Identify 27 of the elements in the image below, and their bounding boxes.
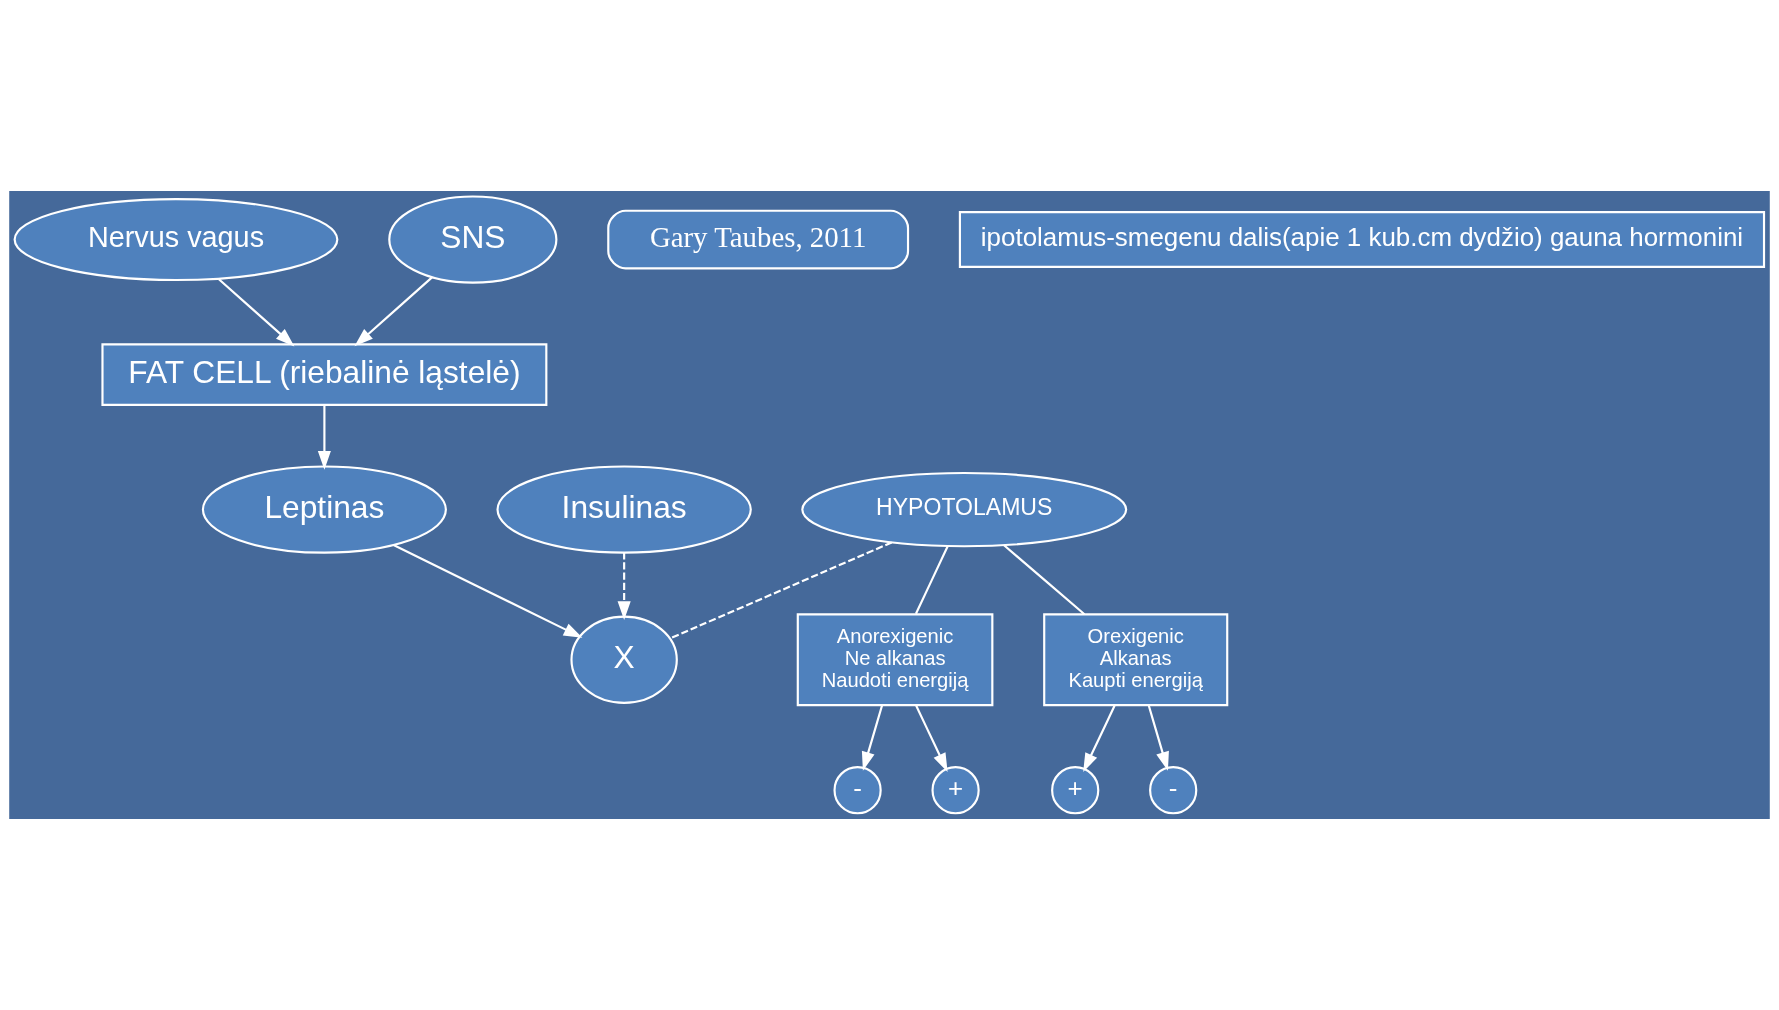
node-box: ipotolamus-smegenu dalis(apie 1 kub.cm dydžio) gauna hormonini <box>958 211 1766 268</box>
arrow <box>393 544 583 638</box>
node-circle: + <box>1051 766 1100 815</box>
node-box: FAT CELL (riebalinė ląstelė) <box>101 343 548 406</box>
arrow <box>354 276 433 347</box>
node-box: Anorexigenic Ne alkanas Naudoti energiją <box>796 613 994 707</box>
arrow <box>218 278 295 347</box>
arrow <box>317 405 331 470</box>
node-ellipse: X <box>570 615 678 704</box>
node-ellipse: Insulinas <box>496 465 752 554</box>
node-ellipse: HYPOTOLAMUS <box>801 471 1128 548</box>
node-box: Gary Taubes, 2011 <box>607 209 910 270</box>
node-circle: + <box>931 766 980 815</box>
connector <box>670 541 893 640</box>
node-circle: - <box>833 766 882 815</box>
node-ellipse: Nervus vagus <box>13 198 339 282</box>
arrow <box>861 705 883 771</box>
node-box: Orexigenic Alkanas Kaupti energiją <box>1043 613 1229 707</box>
node-circle: - <box>1149 766 1198 815</box>
connector <box>1003 544 1086 616</box>
connector <box>915 545 949 615</box>
node-ellipse: SNS <box>388 195 558 284</box>
arrow <box>915 705 948 772</box>
arrow <box>617 552 631 620</box>
arrow <box>1147 705 1169 771</box>
arrow <box>1083 705 1116 772</box>
node-ellipse: Leptinas <box>201 465 447 554</box>
